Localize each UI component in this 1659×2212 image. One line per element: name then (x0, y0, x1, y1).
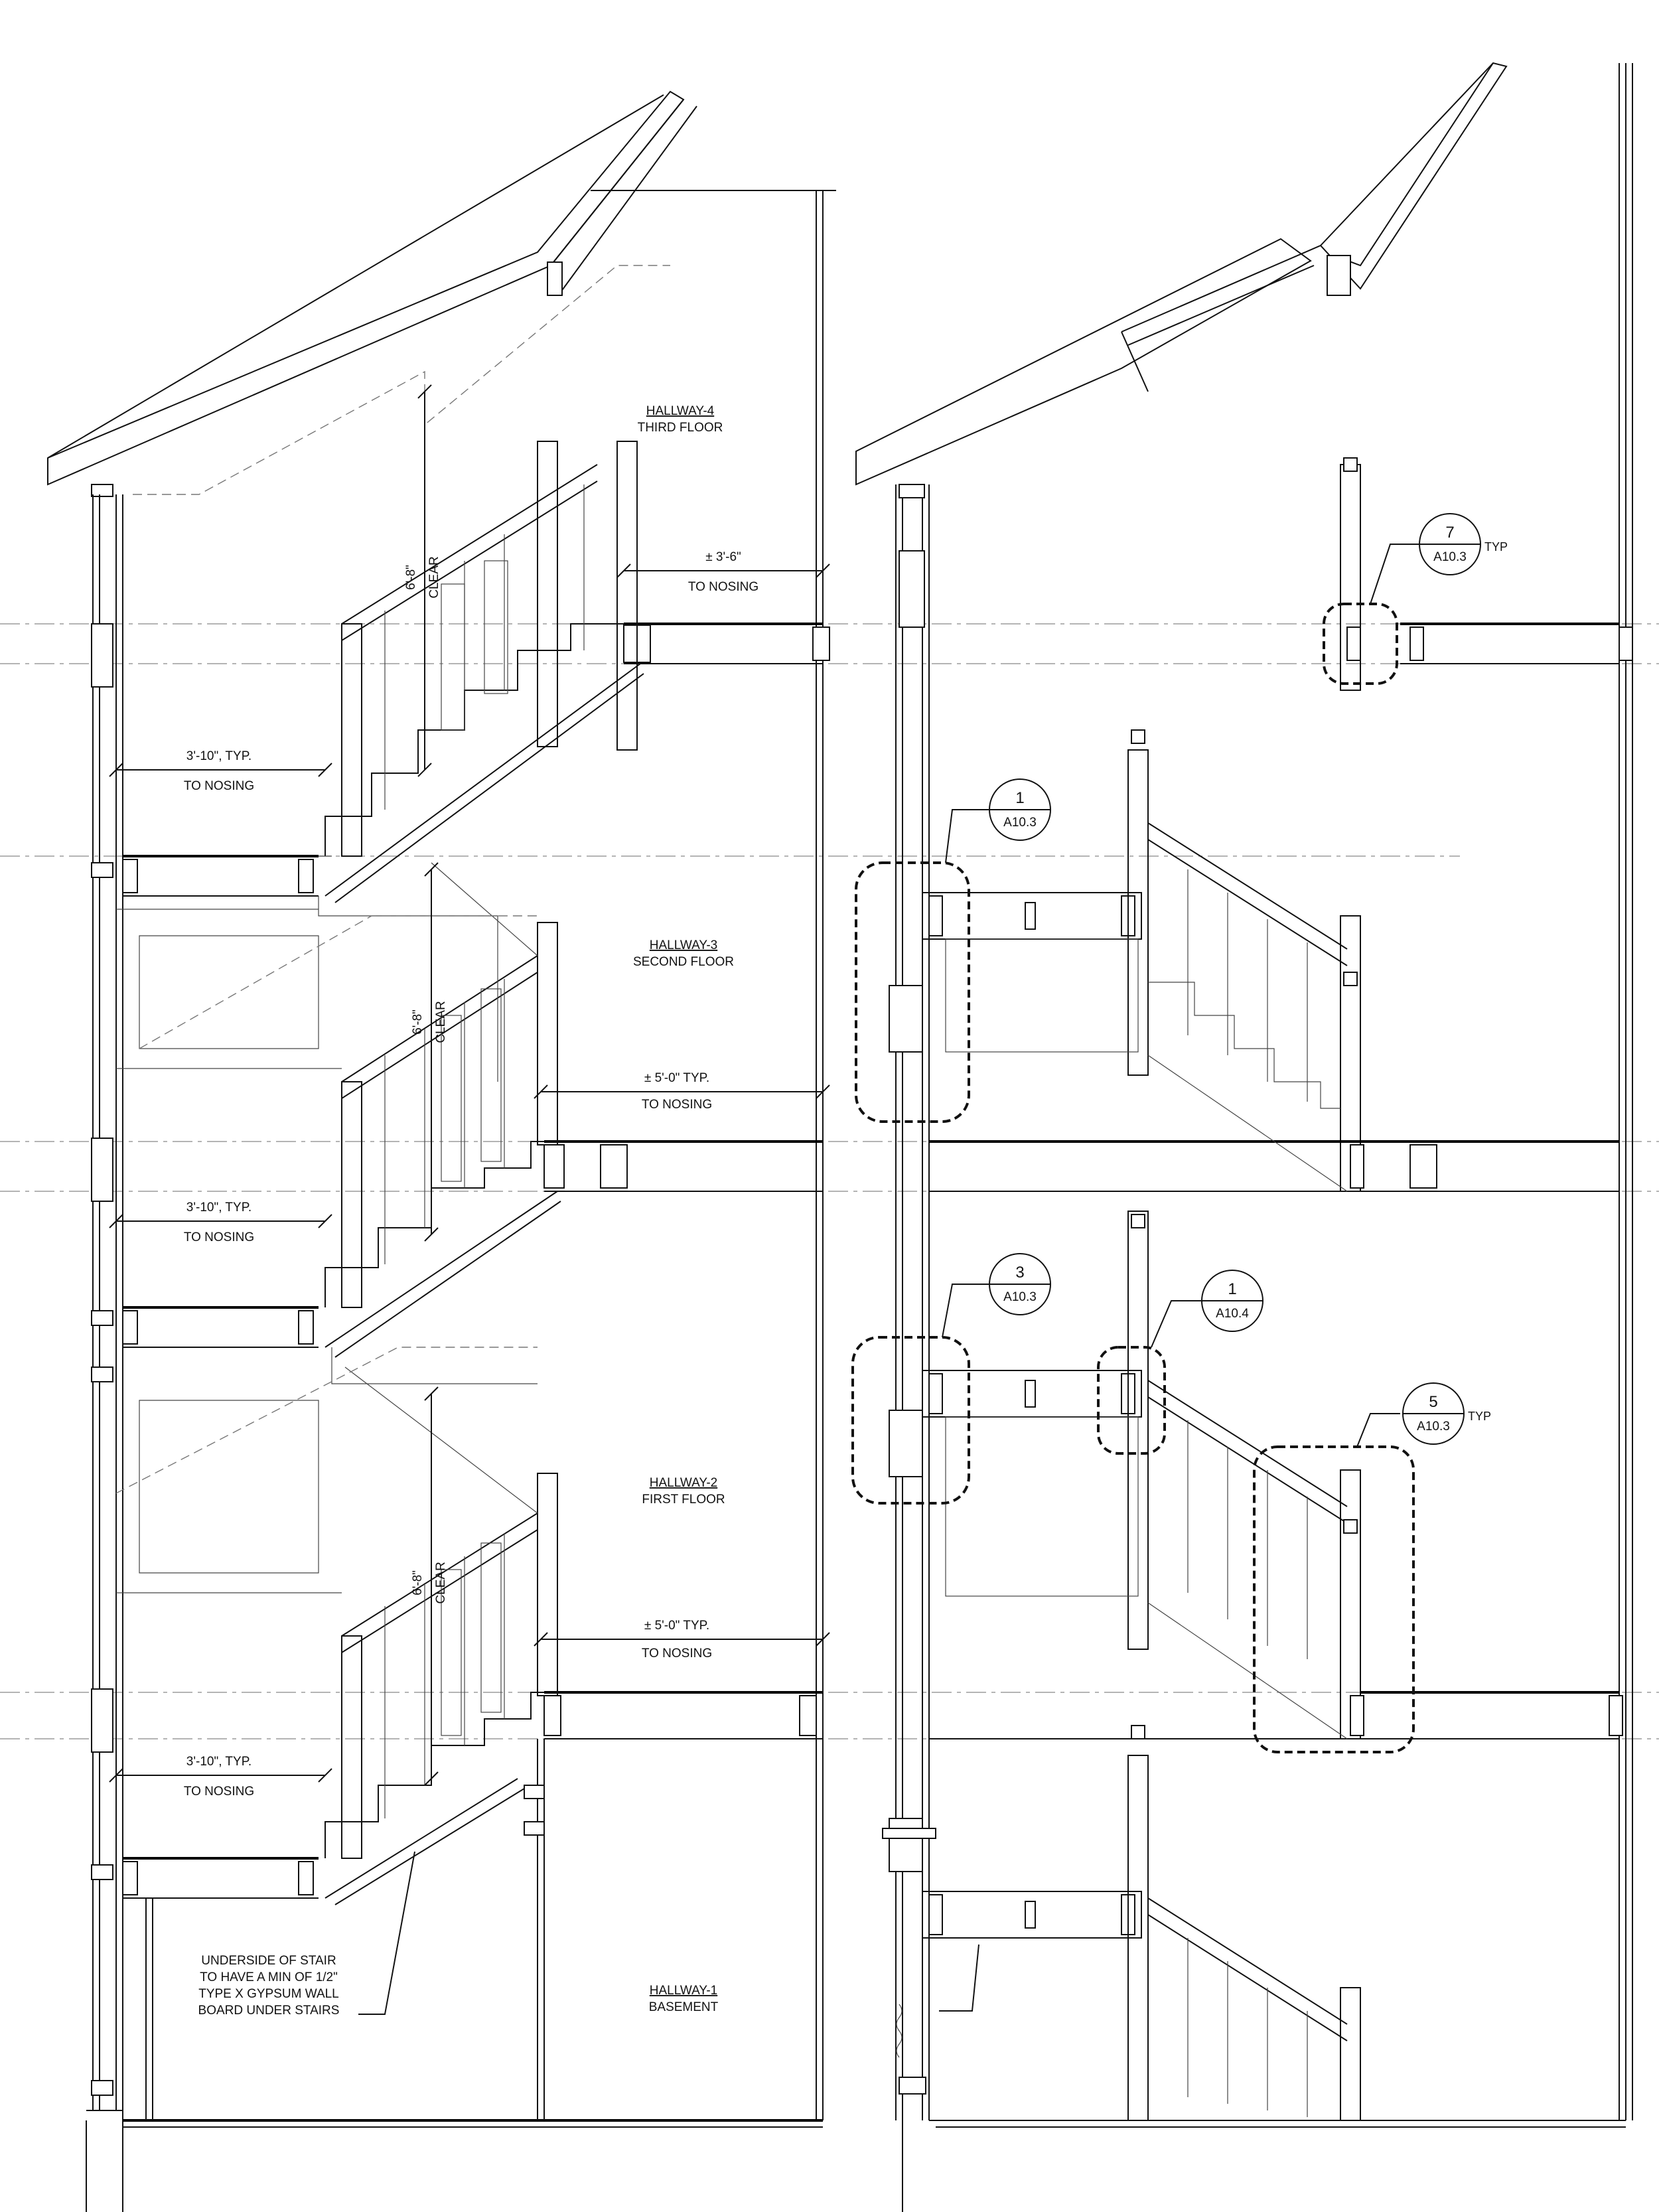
left-roof (47, 90, 836, 1234)
right-stair-low (922, 1211, 1623, 1739)
headroom-label-low: 6'-8" (411, 1570, 425, 1595)
landing-dim-top: 3'-10", TYP. (186, 749, 252, 763)
detail-tag-1-sheet: A10.3 (1003, 816, 1037, 830)
detail-tag-3[interactable]: 3 A10.3 (989, 1253, 1051, 1315)
landing-nosing-top: TO NOSING (184, 779, 254, 793)
level-4-floor: THIRD FLOOR (638, 421, 723, 435)
level-3-name: HALLWAY-3 (650, 938, 717, 952)
left-section (47, 90, 836, 2212)
detail-tag-3-sheet: A10.3 (1003, 1290, 1037, 1304)
left-stair-flight-top (319, 441, 644, 903)
level-2-name: HALLWAY-2 (650, 1476, 717, 1490)
nosing-dim-low: ± 5'-0" TYP. (644, 1619, 709, 1633)
landing-nosing-low: TO NOSING (184, 1785, 254, 1799)
detail-tag-1-num: 1 (1015, 789, 1024, 807)
clear-label-top: CLEAR (427, 556, 441, 598)
landing-nosing-mid: TO NOSING (184, 1230, 254, 1244)
right-roof (855, 62, 1633, 2120)
detail-tag-5-num: 5 (1429, 1393, 1437, 1411)
detail-tag-1-a103[interactable]: 1 A10.3 (989, 778, 1051, 841)
nosing-label-mid: TO NOSING (642, 1098, 712, 1112)
right-section (851, 62, 1633, 2212)
detail-tag-5[interactable]: 5 A10.3 TYP (1402, 1382, 1491, 1445)
detail-tag-7-suffix: TYP (1484, 540, 1508, 553)
detail-tag-1b-num: 1 (1228, 1280, 1236, 1298)
dimension-text: 6'-8" CLEAR 6'-8" CLEAR 6'-8" CLEAR 3'-1… (184, 550, 758, 1799)
headroom-label-mid: 6'-8" (411, 1009, 425, 1035)
nosing-label-low: TO NOSING (642, 1647, 712, 1660)
note-line-3: TYPE X GYPSUM WALL (198, 1987, 339, 2001)
level-2-floor: FIRST FLOOR (642, 1493, 725, 1507)
nosing-dim-mid: ± 5'-0" TYP. (644, 1071, 709, 1085)
right-stair-basement (922, 1725, 1361, 2121)
note-line-1: UNDERSIDE OF STAIR (201, 1954, 336, 1968)
headroom-dims (417, 384, 439, 1786)
detail-tag-7-sheet: A10.3 (1433, 550, 1467, 564)
nosing-dim-top: ± 3'-6" (705, 550, 741, 564)
landing-dim-low: 3'-10", TYP. (186, 1755, 252, 1769)
level-4-name: HALLWAY-4 (646, 404, 715, 418)
nosing-dims (109, 563, 830, 1783)
clear-label-low: CLEAR (434, 1562, 448, 1603)
headroom-label-top: 6'-8" (404, 565, 418, 590)
detail-tag-7-num: 7 (1445, 524, 1454, 542)
landing-dim-mid: 3'-10", TYP. (186, 1201, 252, 1215)
detail-tag-1b-sheet: A10.4 (1216, 1307, 1249, 1321)
clear-label-mid: CLEAR (434, 1001, 448, 1043)
right-stair-mid (922, 729, 1619, 1192)
level-labels: HALLWAY-4 THIRD FLOOR HALLWAY-3 SECOND F… (633, 404, 734, 2014)
nosing-label-top: TO NOSING (688, 580, 758, 594)
detail-bubbles (851, 544, 1420, 1753)
right-wall (882, 484, 1626, 2212)
detail-tag-7[interactable]: 7 A10.3 TYP (1419, 513, 1508, 575)
detail-tag-1-a104[interactable]: 1 A10.4 (1201, 1270, 1263, 1332)
left-walls (86, 494, 824, 2212)
detail-tag-5-sheet: A10.3 (1417, 1420, 1450, 1434)
left-stair-flight-mid (116, 862, 561, 1358)
note-leader (358, 1851, 415, 2015)
level-1-name: HALLWAY-1 (650, 1984, 717, 1998)
detail-tag-3-num: 3 (1015, 1264, 1024, 1282)
level-1-floor: BASEMENT (649, 2000, 719, 2014)
level-3-floor: SECOND FLOOR (633, 955, 734, 969)
gypsum-note: UNDERSIDE OF STAIR TO HAVE A MIN OF 1/2"… (198, 1954, 340, 2018)
left-floors (122, 623, 830, 2128)
detail-tag-5-suffix: TYP (1468, 1410, 1491, 1423)
left-stair-flight-low (115, 1347, 558, 1905)
right-floor-upper (1340, 457, 1633, 691)
note-line-2: TO HAVE A MIN OF 1/2" (200, 1970, 338, 1984)
note-line-4: BOARD UNDER STAIRS (198, 2004, 340, 2018)
